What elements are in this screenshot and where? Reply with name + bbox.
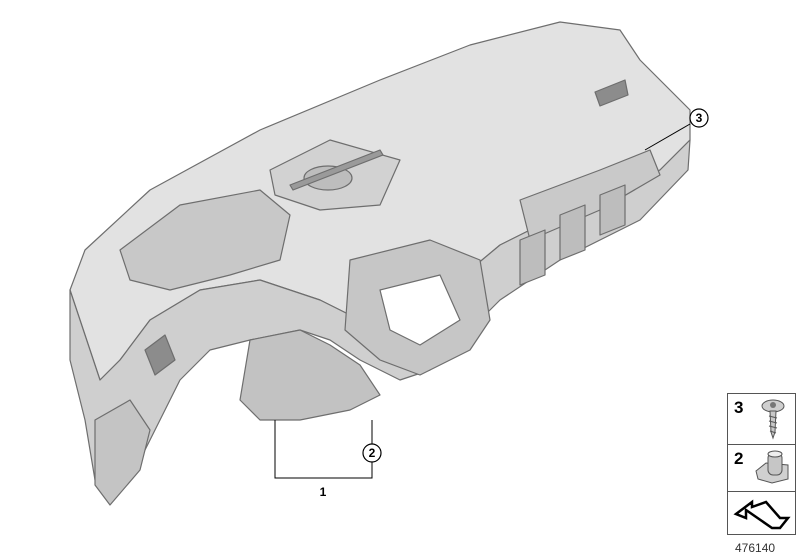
callout-1[interactable]: 1: [274, 420, 373, 499]
figure-id: 476140: [735, 541, 776, 555]
legend-number: 3: [734, 398, 744, 417]
screw-icon: [761, 399, 785, 440]
parts-legend: 3 2: [727, 393, 796, 535]
callout-3[interactable]: 3: [644, 108, 709, 151]
callout-label: 2: [369, 446, 376, 460]
bracket-line: [274, 420, 373, 479]
dashboard-part-drawing[interactable]: [69, 21, 691, 506]
leader-line: [644, 123, 691, 151]
legend-item-3[interactable]: 3: [728, 394, 795, 444]
callout-label: 1: [320, 485, 327, 499]
legend-item-arrow[interactable]: [728, 491, 795, 536]
callout-2[interactable]: 2: [362, 420, 382, 463]
legend-item-2[interactable]: 2: [728, 444, 795, 491]
legend-number: 2: [734, 449, 744, 468]
arrow-icon: [733, 499, 791, 530]
clip-nut-icon: [755, 450, 789, 484]
callout-label: 3: [696, 111, 703, 125]
callout-circle: [689, 108, 709, 128]
